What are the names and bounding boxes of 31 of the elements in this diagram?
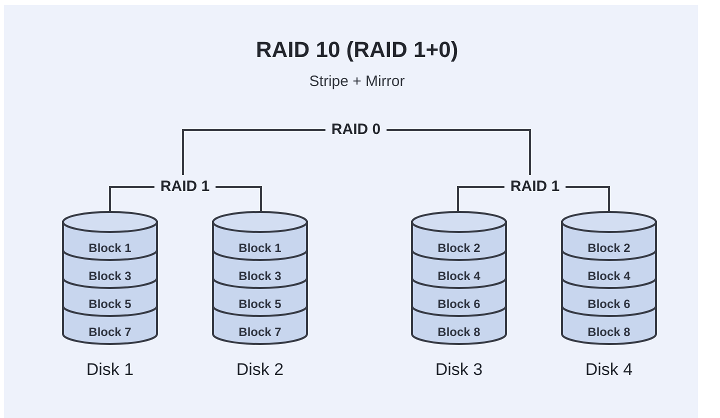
block-label: Block 4 (588, 269, 630, 283)
disk-label: Disk 1 (86, 360, 134, 380)
block-label: Block 6 (588, 297, 630, 311)
connector-line (216, 186, 262, 211)
disk-label: Disk 4 (585, 360, 633, 380)
diagram-title: RAID 10 (RAID 1+0) (256, 37, 458, 63)
block-label: Block 8 (438, 325, 480, 339)
block-label: Block 1 (238, 241, 282, 255)
connector-line (566, 186, 610, 211)
connector-line (182, 129, 326, 175)
diagram-subtitle: Stripe + Mirror (309, 73, 405, 91)
block-label: Block 2 (438, 241, 480, 255)
block-label: Block 6 (438, 297, 480, 311)
block-label: Block 5 (88, 297, 132, 311)
block-label: Block 8 (588, 325, 630, 339)
connector-line (386, 129, 531, 175)
connector-line (109, 186, 154, 211)
disk-label: Disk 3 (435, 360, 483, 380)
block-label: Block 3 (238, 269, 282, 283)
block-label: Block 7 (238, 325, 282, 339)
raid-level-label: RAID 0 (325, 118, 387, 142)
block-label: Block 4 (438, 269, 480, 283)
block-label: Block 7 (88, 325, 132, 339)
connector-line (457, 186, 504, 211)
block-label: Block 5 (238, 297, 282, 311)
disk-label: Disk 2 (236, 360, 284, 380)
block-label: Block 2 (588, 241, 630, 255)
raid-level-label: RAID 1 (154, 175, 216, 199)
block-label: Block 3 (88, 269, 132, 283)
block-label: Block 1 (88, 241, 132, 255)
raid-level-label: RAID 1 (504, 175, 566, 199)
